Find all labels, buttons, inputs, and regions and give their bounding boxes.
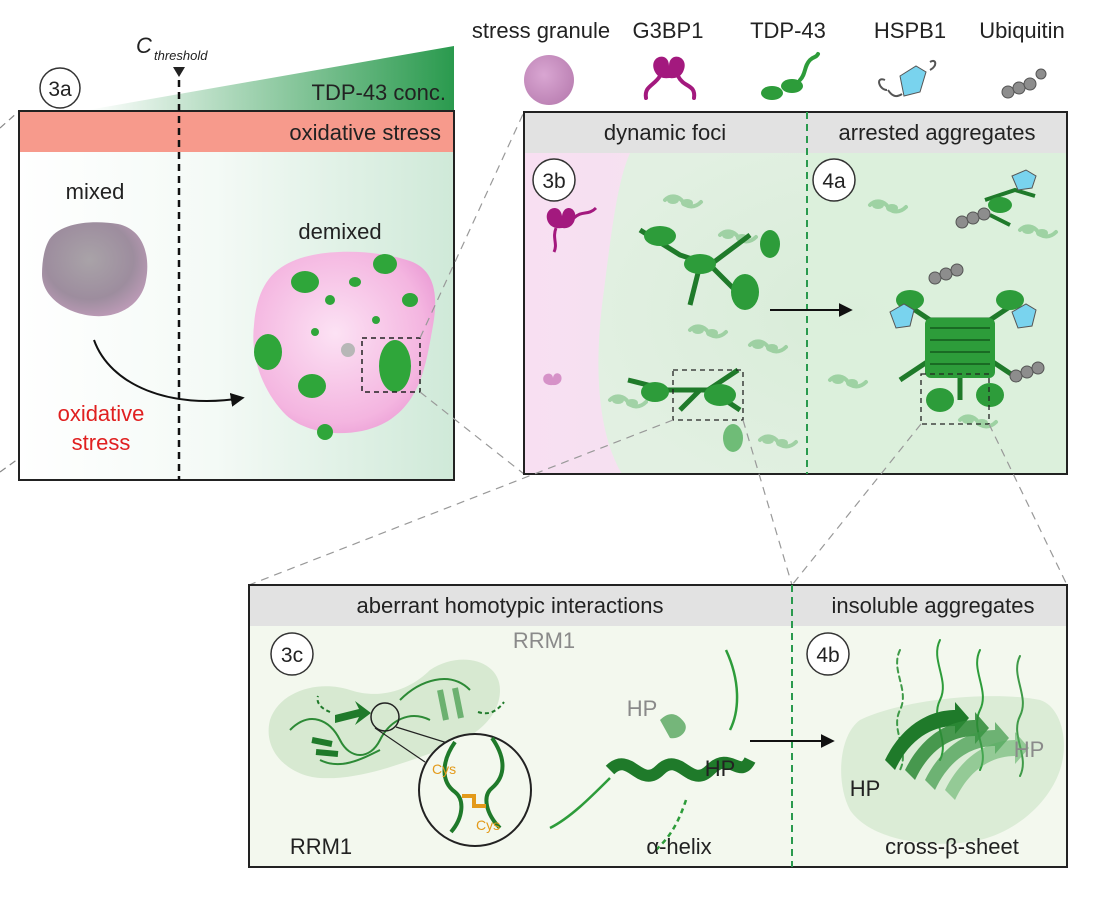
panel-3a: TDP-43 conc. C threshold oxidative stres… [0, 33, 455, 481]
badge-3b [532, 158, 576, 202]
hspb1-icon [878, 60, 937, 98]
oxidative-stress-bar-label: oxidative stress [289, 120, 441, 145]
hp-helix-top-label: HP [627, 696, 658, 721]
zoom-box-3b [672, 369, 744, 421]
legend-stress-granule-label: stress granule [472, 18, 610, 43]
badge-4b-label: 4b [816, 644, 839, 667]
oxidative-stress-bar [20, 112, 453, 152]
header-insoluble-aggregates: insoluble aggregates [831, 593, 1034, 618]
hp-helix-right-label: HP [705, 756, 736, 781]
legend-tdp43-label: TDP-43 [750, 18, 826, 43]
badge-3c [270, 632, 314, 676]
threshold-marker-icon [173, 67, 185, 77]
zoom-line-left-bottom [0, 458, 19, 473]
badge-4a [812, 158, 856, 202]
g3bp1-icon [643, 56, 697, 100]
legend: stress granule G3BP1 TDP-43 HSPB1 Ubiqui… [472, 18, 1065, 105]
cross-beta-sheet-structure [841, 639, 1064, 844]
zoom-box-4a [920, 373, 990, 425]
zoom-guide-4a-4b-right [988, 423, 1068, 586]
header-dynamic-foci: dynamic foci [604, 120, 726, 145]
rrm1-top-label: RRM1 [513, 628, 575, 653]
oxidative-label-line2: stress [72, 430, 131, 455]
demixed-label: demixed [298, 219, 381, 244]
badge-3b-label: 3b [542, 170, 565, 193]
tdp43-dynamic-cluster [627, 226, 780, 452]
alpha-helix-structure [549, 649, 756, 851]
hp-sheet-left-label: HP [850, 776, 881, 801]
badge-3a-label: 3a [48, 78, 72, 101]
cys-label-top: Cys [432, 761, 456, 777]
legend-hspb1-label: HSPB1 [874, 18, 946, 43]
mixed-label: mixed [66, 179, 125, 204]
badge-4b [806, 632, 850, 676]
oxidative-label-line1: oxidative [58, 401, 145, 426]
zoom-line-left-top [0, 111, 19, 129]
threshold-symbol: C [136, 33, 152, 58]
threshold-subscript: threshold [154, 48, 208, 63]
badge-4a-label: 4a [822, 170, 846, 193]
panel-3c-4b: aberrant homotypic interactions insolubl… [248, 584, 1068, 868]
disulfide-zoom-circle: Cys Cys [418, 733, 532, 847]
header-aberrant-interactions: aberrant homotypic interactions [357, 593, 664, 618]
panel-3b-4a-frame [523, 111, 1068, 475]
zoom-guide-3b-3c-left [248, 419, 674, 586]
zoom-box-3a [361, 337, 421, 393]
concentration-label: TDP-43 conc. [312, 80, 447, 105]
panel-3b-4a: dynamic foci arrested aggregates [523, 111, 1068, 475]
alpha-helix-label: α-helix [646, 834, 711, 859]
zoom-guide-3b-3c-right [742, 419, 793, 586]
g3bp1-molecules [543, 206, 598, 386]
oxidative-transition-arrow [93, 339, 245, 407]
tdp43-icon [761, 52, 820, 100]
rrm1-bottom-label: RRM1 [290, 834, 352, 859]
cys-label-bottom: Cys [476, 817, 500, 833]
arrested-aggregate [889, 169, 1045, 412]
hp-sheet-right-label: HP [1014, 737, 1045, 762]
mixed-condensate-droplet [42, 222, 148, 317]
cross-beta-sheet-label: cross-β-sheet [885, 834, 1019, 859]
demixed-condensate-droplet [253, 251, 436, 440]
zoom-guide-4a-4b-left [791, 423, 922, 586]
stress-granule-icon [524, 55, 574, 105]
legend-ubiquitin-label: Ubiquitin [979, 18, 1065, 43]
panel-3c-4b-header [249, 585, 1067, 626]
badge-3a [39, 67, 81, 109]
badge-3c-label: 3c [281, 644, 303, 667]
panel-3c-4b-frame [248, 584, 1068, 868]
legend-g3bp1-label: G3BP1 [633, 18, 704, 43]
panel-3b-4a-header [524, 112, 1067, 153]
ubiquitin-icon [1001, 68, 1047, 99]
header-arrested-aggregates: arrested aggregates [839, 120, 1036, 145]
